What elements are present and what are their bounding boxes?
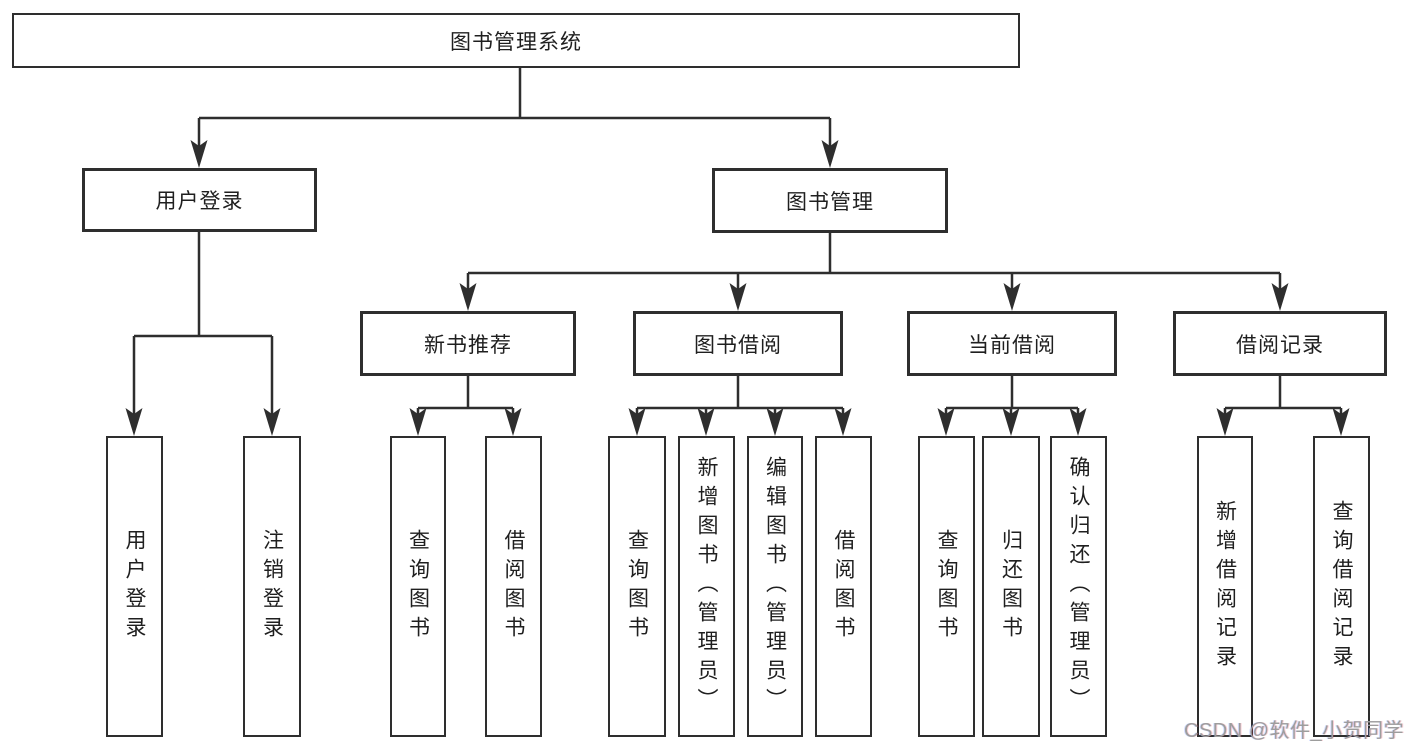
arrowhead-icon — [628, 408, 646, 436]
node-leaf-borrow-borrow-book-label: 借阅图书 — [832, 528, 856, 645]
node-leaf-user-login-label: 用户登录 — [123, 528, 147, 645]
node-library-system: 图书管理系统 — [12, 13, 1020, 68]
node-new-book-recommend: 新书推荐 — [360, 311, 576, 376]
arrowhead-icon — [821, 140, 839, 168]
node-leaf-confirm-return-admin-label: 确认归还（管理员） — [1067, 456, 1091, 717]
arrowhead-icon — [937, 408, 955, 436]
arrowhead-icon — [1271, 283, 1289, 311]
arrowhead-icon — [834, 408, 852, 436]
node-leaf-user-login: 用户登录 — [106, 436, 163, 737]
arrowhead-icon — [190, 140, 208, 168]
node-leaf-recommend-query-book: 查询图书 — [390, 436, 446, 737]
arrowhead-icon — [504, 408, 522, 436]
node-borrow-record-label: 借阅记录 — [1236, 333, 1324, 357]
arrowhead-icon — [1002, 408, 1020, 436]
csdn-watermark: CSDN @软件_小贺同学 — [1184, 720, 1405, 742]
arrowhead-icon — [409, 408, 427, 436]
node-leaf-add-borrow-record: 新增借阅记录 — [1197, 436, 1253, 737]
node-user-login: 用户登录 — [82, 168, 317, 232]
arrowhead-icon — [1069, 408, 1087, 436]
node-leaf-edit-book-admin: 编辑图书（管理员） — [747, 436, 803, 737]
node-leaf-return-book: 归还图书 — [982, 436, 1040, 737]
node-leaf-add-book-admin: 新增图书（管理员） — [678, 436, 735, 737]
node-leaf-current-query-book-label: 查询图书 — [935, 528, 959, 645]
node-leaf-return-book-label: 归还图书 — [999, 528, 1023, 645]
connector-line — [132, 68, 1343, 418]
node-leaf-query-borrow-record-label: 查询借阅记录 — [1330, 499, 1354, 674]
arrowhead-icon — [1216, 408, 1234, 436]
node-leaf-recommend-borrow-book: 借阅图书 — [485, 436, 542, 737]
node-current-borrow-label: 当前借阅 — [968, 333, 1056, 357]
arrowheads-group — [125, 140, 1350, 436]
arrowhead-icon — [1332, 408, 1350, 436]
node-leaf-borrow-query-book-label: 查询图书 — [625, 528, 649, 645]
node-book-borrow: 图书借阅 — [633, 311, 843, 376]
arrowhead-icon — [729, 283, 747, 311]
node-leaf-confirm-return-admin: 确认归还（管理员） — [1050, 436, 1107, 737]
node-book-management-label: 图书管理 — [786, 190, 874, 214]
node-leaf-current-query-book: 查询图书 — [918, 436, 975, 737]
node-leaf-recommend-query-book-label: 查询图书 — [406, 528, 430, 645]
node-borrow-record: 借阅记录 — [1173, 311, 1387, 376]
arrowhead-icon — [1003, 283, 1021, 311]
node-leaf-borrow-borrow-book: 借阅图书 — [815, 436, 872, 737]
node-book-management: 图书管理 — [712, 168, 948, 233]
node-user-login-label: 用户登录 — [155, 190, 244, 213]
node-new-book-recommend-label: 新书推荐 — [424, 333, 512, 357]
arrowhead-icon — [766, 408, 784, 436]
node-library-system-label: 图书管理系统 — [450, 30, 582, 54]
node-leaf-borrow-query-book: 查询图书 — [608, 436, 666, 737]
arrowhead-icon — [697, 408, 715, 436]
node-leaf-logout: 注销登录 — [243, 436, 301, 737]
node-book-borrow-label: 图书借阅 — [694, 333, 782, 357]
arrowhead-icon — [125, 408, 143, 436]
node-leaf-add-book-admin-label: 新增图书（管理员） — [695, 456, 719, 717]
node-leaf-edit-book-admin-label: 编辑图书（管理员） — [763, 456, 787, 717]
arrowhead-icon — [263, 408, 281, 436]
node-leaf-recommend-borrow-book-label: 借阅图书 — [502, 528, 526, 645]
node-current-borrow: 当前借阅 — [907, 311, 1117, 376]
node-leaf-logout-label: 注销登录 — [260, 528, 284, 645]
node-leaf-query-borrow-record: 查询借阅记录 — [1313, 436, 1370, 737]
arrowhead-icon — [459, 283, 477, 311]
node-leaf-add-borrow-record-label: 新增借阅记录 — [1213, 499, 1237, 674]
